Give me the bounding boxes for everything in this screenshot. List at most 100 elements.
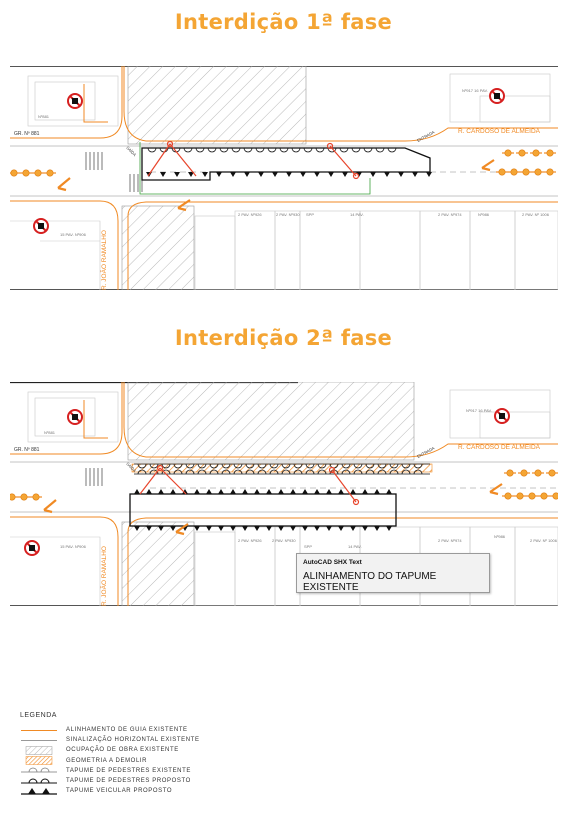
barrier-triangle	[314, 526, 320, 531]
existing-site-occupation-south	[121, 521, 195, 606]
barrier-arc	[341, 463, 351, 469]
legend-item-curb: ALINHAMENTO DE GUIA EXISTENTE	[20, 725, 200, 735]
barrier-triangle	[278, 489, 284, 494]
no-parking-sign	[67, 93, 83, 109]
barrier-triangle	[188, 172, 194, 177]
lot-label: 2 PAV. Nº974	[438, 212, 462, 217]
barrier-triangle	[314, 489, 320, 494]
lot-label: SPP	[306, 212, 314, 217]
no-parking-sign-3	[494, 408, 510, 424]
barrier-triangle	[206, 526, 212, 531]
green-boundary	[139, 142, 371, 195]
autocad-tooltip: AutoCAD SHX Text ALINHAMENTO DO TAPUME E…	[296, 553, 490, 593]
barrier-arc	[195, 147, 205, 153]
barrier-triangle	[206, 489, 212, 494]
existing-site-occupation-south	[121, 205, 195, 290]
barrier-arc	[293, 469, 303, 475]
existing-road-marking	[10, 145, 558, 197]
phase1-site-plan[interactable]: R. CARDOSO DE ALMEIDA R. JOÃO RAMALHO GR…	[10, 66, 558, 290]
orange-hatch-swatch	[25, 756, 53, 765]
cone	[20, 493, 28, 501]
lot-label: Nº881	[38, 114, 50, 119]
barrier-arc	[365, 469, 375, 475]
barrier-arc	[233, 469, 243, 475]
barrier-arc	[291, 147, 301, 153]
legend-label: TAPUME DE PEDESTRES EXISTENTE	[66, 767, 191, 774]
cone	[510, 168, 518, 176]
barrier-triangle	[350, 489, 356, 494]
barrier-arc	[351, 147, 361, 153]
barrier-triangle	[412, 172, 418, 177]
barrier-arc	[183, 147, 193, 153]
barrier-arc	[245, 463, 255, 469]
barrier-triangle	[242, 526, 248, 531]
arc-line-black-swatch	[21, 778, 57, 784]
barrier-arc	[149, 463, 159, 469]
barrier-triangle	[254, 489, 260, 494]
barrier-arc	[173, 469, 183, 475]
cone	[506, 469, 514, 477]
barrier-arc	[197, 463, 207, 469]
gray-line-swatch	[21, 739, 57, 741]
barrier-arc	[413, 469, 423, 475]
street-joao-label: R. JOÃO RAMALHO	[99, 546, 108, 606]
triangle-line-swatch	[21, 787, 57, 795]
proposed-pedestrian-barrier	[134, 463, 430, 475]
barrier-arc	[161, 469, 171, 475]
barrier-triangle	[362, 526, 368, 531]
barrier-triangle	[326, 526, 332, 531]
barrier-triangle	[290, 489, 296, 494]
barrier-arc	[303, 147, 313, 153]
legend-item-vehicle-proposed: TAPUME VEICULAR PROPOSTO	[20, 786, 200, 796]
street-cardoso-label: R. CARDOSO DE ALMEIDA	[458, 444, 541, 451]
cone	[34, 169, 42, 177]
barrier-triangle	[230, 526, 236, 531]
barrier-arc	[257, 469, 267, 475]
barrier-triangle	[328, 172, 334, 177]
barrier-arc	[317, 469, 327, 475]
barrier-arc	[147, 147, 157, 153]
barrier-arc	[269, 463, 279, 469]
red-diagonals	[147, 140, 360, 180]
legend-label: GEOMETRIA A DEMOLIR	[66, 757, 148, 764]
traffic-cones	[10, 149, 556, 177]
cone	[10, 169, 18, 177]
barrier-arc	[353, 469, 363, 475]
cone	[504, 492, 512, 500]
barrier-arc	[267, 147, 277, 153]
barrier-triangle	[326, 489, 332, 494]
barrier-arc	[243, 147, 253, 153]
barrier-triangle	[302, 526, 308, 531]
lot-label: Nº917 16 PAV.	[466, 408, 492, 413]
barrier-triangle	[386, 489, 392, 494]
barrier-arc	[269, 469, 279, 475]
barrier-arc	[375, 147, 385, 153]
barrier-triangle	[158, 489, 164, 494]
barrier-arc	[233, 463, 243, 469]
barrier-arc	[305, 469, 315, 475]
barrier-triangle	[286, 172, 292, 177]
barrier-arc	[353, 463, 363, 469]
lot-label: 15 PAV. Nº906	[60, 544, 87, 549]
cone	[520, 469, 528, 477]
barrier-arc	[209, 463, 219, 469]
gr-881-label: GR. Nº 881	[14, 447, 40, 453]
barrier-triangle	[338, 526, 344, 531]
barrier-arc	[305, 463, 315, 469]
barrier-arc	[221, 469, 231, 475]
barrier-triangle	[194, 526, 200, 531]
curb-alignment	[10, 66, 558, 290]
cone	[516, 492, 524, 500]
saida-label: SAÍDA	[125, 145, 137, 157]
phase2-site-plan[interactable]: R. CARDOSO DE ALMEIDA R. JOÃO RAMALHO GR…	[10, 382, 558, 606]
barrier-triangle	[350, 526, 356, 531]
street-cardoso-label: R. CARDOSO DE ALMEIDA	[458, 128, 541, 135]
barrier-arc	[401, 463, 411, 469]
barrier-arc	[279, 147, 289, 153]
street-joao-label: R. JOÃO RAMALHO	[99, 230, 108, 290]
cone	[548, 469, 556, 477]
no-parking-sign	[67, 409, 83, 425]
barrier-triangle	[356, 172, 362, 177]
lot-outlines	[10, 73, 558, 290]
barrier-triangle	[386, 526, 392, 531]
